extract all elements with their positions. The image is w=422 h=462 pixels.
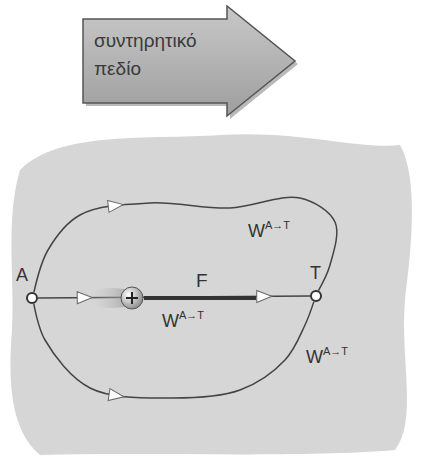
arrowhead	[108, 389, 125, 403]
path-connector	[34, 302, 314, 403]
point-label: A	[16, 264, 28, 286]
point-label: T	[310, 262, 321, 284]
work-label: WA→T	[306, 346, 348, 368]
work-label: WA→T	[248, 220, 290, 242]
arrowhead	[108, 199, 124, 213]
point-node: A	[26, 292, 38, 304]
field-caption: συντηρητικό πεδίο	[94, 27, 222, 83]
path-connector	[38, 290, 310, 303]
work-label: WA→T	[162, 310, 204, 332]
field-blob	[10, 134, 412, 455]
arrowhead	[257, 290, 272, 302]
path-line	[34, 197, 337, 292]
arrow-shape	[83, 6, 295, 116]
plus-sign	[131, 292, 133, 304]
force-label: F	[196, 270, 208, 292]
force-vector	[144, 296, 256, 300]
path-line	[34, 302, 314, 398]
field-arrow-box: συντηρητικό πεδίο	[82, 5, 298, 120]
point-node: T	[310, 290, 322, 302]
charge	[121, 287, 143, 309]
path-connector	[34, 197, 337, 292]
